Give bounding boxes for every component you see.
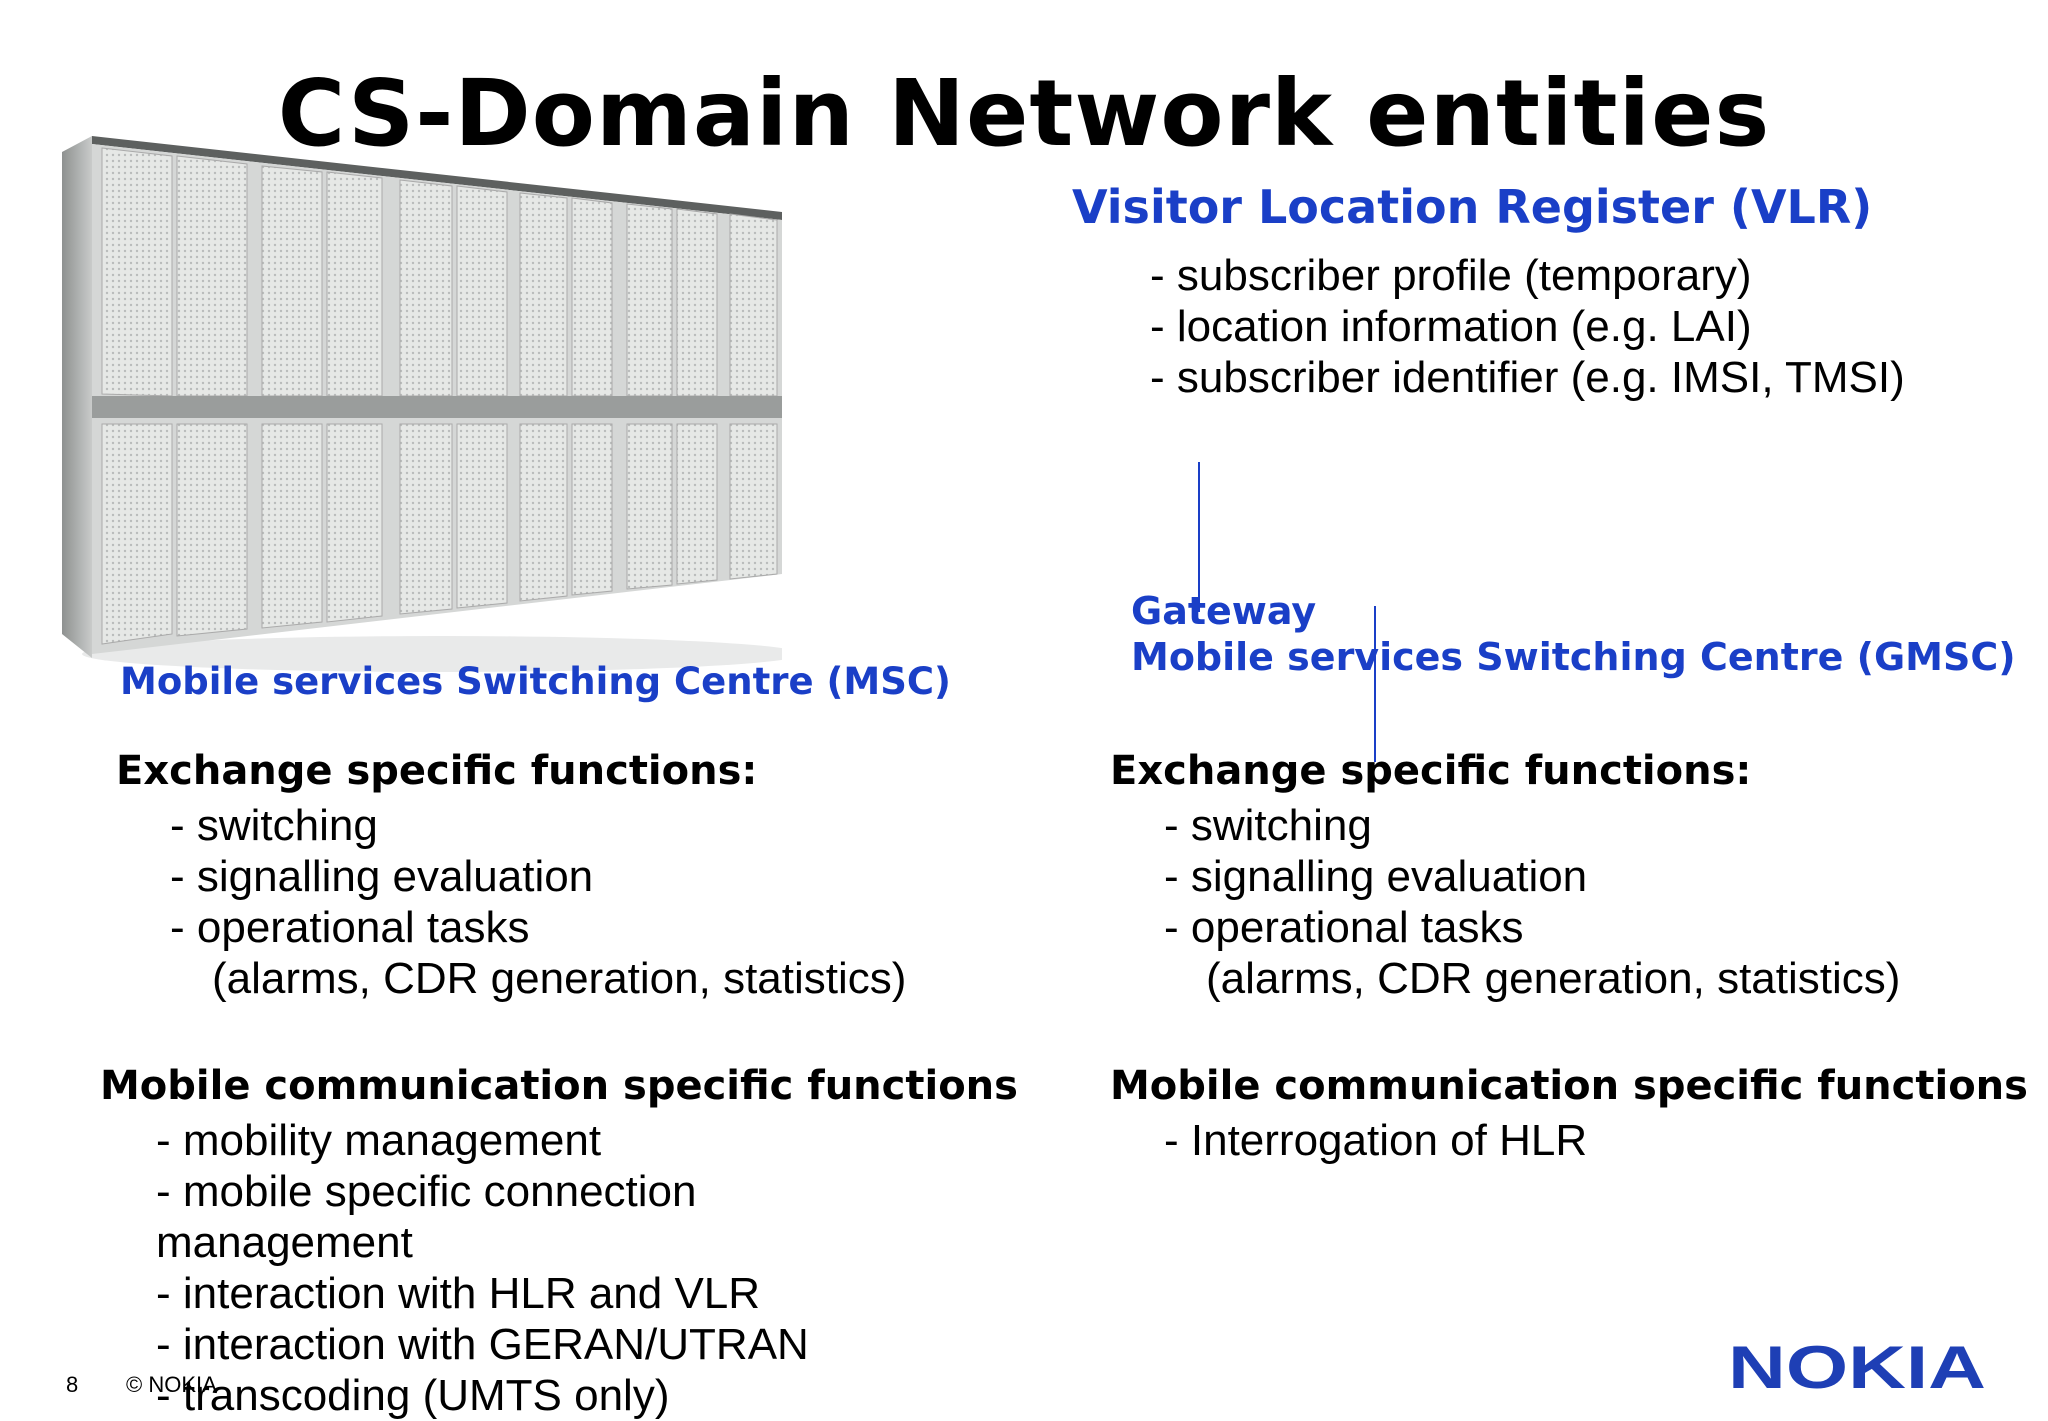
list-item: (alarms, CDR generation, statistics) [212, 954, 907, 1003]
gmsc-label: Gateway Mobile services Switching Centre… [1131, 588, 2016, 680]
page-number: 8 [66, 1372, 79, 1397]
list-item: (alarms, CDR generation, statistics) [1206, 954, 1901, 1003]
copyright-text: © NOKIA [126, 1372, 217, 1397]
list-item: - subscriber identifier (e.g. IMSI, TMSI… [1150, 353, 1905, 402]
msc-exchange-list: - switching - signalling evaluation - op… [170, 800, 906, 1004]
msc-label: Mobile services Switching Centre (MSC) [120, 660, 951, 703]
msc-exchange-heading: Exchange specific functions: [116, 748, 758, 794]
slide-title: CS-Domain Network entities [277, 60, 1771, 167]
msc-mobile-heading: Mobile communication specific functions [100, 1063, 1018, 1109]
list-item: - transcoding (UMTS only) [156, 1371, 670, 1420]
vlr-list: - subscriber profile (temporary) - locat… [1150, 250, 1905, 403]
gmsc-exchange-heading: Exchange specific functions: [1110, 748, 1752, 794]
gmsc-label-line1: Gateway [1131, 589, 1317, 633]
list-item: management [156, 1218, 413, 1267]
list-item: - signalling evaluation [1164, 852, 1588, 901]
list-item: - interaction with GERAN/UTRAN [156, 1320, 809, 1369]
gmsc-exchange-list: - switching - signalling evaluation - op… [1164, 800, 1900, 1004]
list-item: - subscriber profile (temporary) [1150, 251, 1752, 300]
list-item: - location information (e.g. LAI) [1150, 302, 1752, 351]
list-item: - mobility management [156, 1116, 602, 1165]
list-item: - operational tasks [170, 903, 530, 952]
list-item: - mobile specific connection [156, 1167, 697, 1216]
msc-cabinet-image [62, 136, 782, 672]
gmsc-mobile-heading: Mobile communication specific functions [1110, 1063, 2028, 1109]
nokia-logo-text: NOKIA [1728, 1340, 1986, 1396]
list-item: - operational tasks [1164, 903, 1524, 952]
list-item: - Interrogation of HLR [1164, 1116, 1588, 1165]
list-item: - switching [170, 801, 378, 850]
vlr-connector-line [1198, 462, 1200, 612]
list-item: - interaction with HLR and VLR [156, 1269, 761, 1318]
gmsc-mobile-list: - Interrogation of HLR [1164, 1115, 1587, 1166]
gmsc-connector-line [1374, 606, 1376, 762]
list-item: - switching [1164, 801, 1372, 850]
vlr-heading: Visitor Location Register (VLR) [1072, 180, 1873, 234]
list-item: - signalling evaluation [170, 852, 594, 901]
cabinet-doors [92, 147, 782, 645]
gmsc-label-line2: Mobile services Switching Centre (GMSC) [1131, 635, 2016, 679]
nokia-logo: NOKIA [1728, 1340, 1986, 1396]
msc-mobile-list: - mobility management - mobile specific … [156, 1115, 809, 1421]
